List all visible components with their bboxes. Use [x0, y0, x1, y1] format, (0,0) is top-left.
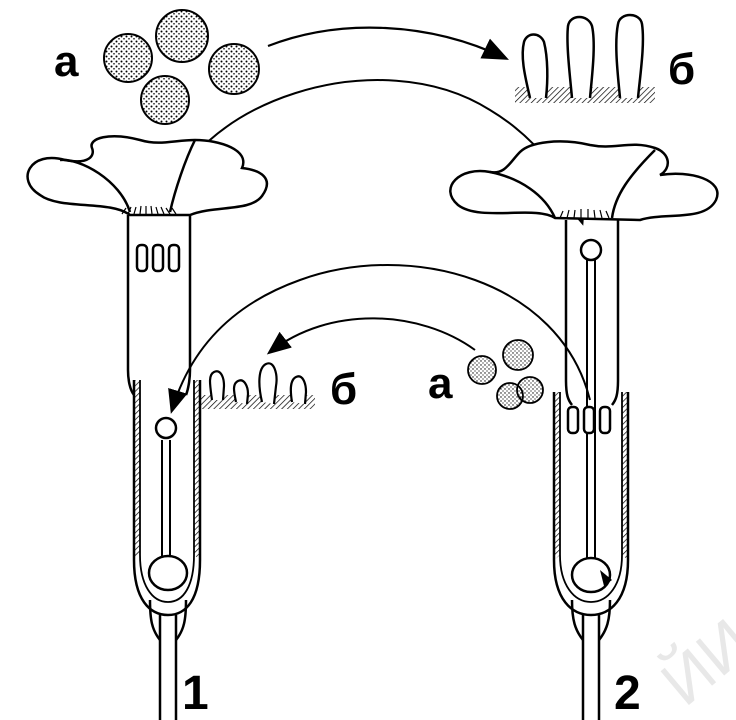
papillae-short — [200, 363, 315, 409]
label-flower-2: 2 — [614, 670, 641, 718]
anther — [584, 407, 594, 433]
arrow-pollen-to-papillae-mid — [270, 318, 475, 352]
ovary — [149, 556, 187, 590]
pollen-grain — [209, 44, 259, 94]
papilla — [259, 363, 276, 404]
label-papillae-short: б — [330, 368, 357, 412]
flower-1 — [28, 136, 267, 720]
papilla — [210, 371, 224, 400]
anther — [137, 245, 147, 271]
corolla-limb — [28, 136, 267, 215]
pollen-grain — [517, 377, 543, 403]
papilla — [616, 15, 643, 98]
arrow-pollen-to-papillae-top — [268, 28, 505, 58]
papilla — [567, 17, 593, 98]
papilla — [234, 380, 248, 404]
label-pollen-large: а — [54, 40, 78, 84]
anther — [169, 245, 179, 271]
pollen-grain — [156, 10, 208, 62]
papillae-long — [515, 15, 655, 103]
label-papillae-long: б — [668, 48, 695, 92]
label-pollen-small: а — [428, 362, 452, 406]
anther — [600, 407, 610, 433]
stigma-high — [581, 240, 601, 260]
label-flower-1: 1 — [182, 670, 209, 718]
flower-2 — [450, 141, 717, 720]
pollen-grain — [141, 76, 189, 124]
pollen-grains-small — [468, 340, 543, 409]
pollen-grain — [503, 340, 533, 370]
pollen-grain — [468, 356, 496, 384]
pollen-grains-large — [104, 10, 259, 124]
pollen-grain — [104, 34, 152, 82]
corolla-limb — [450, 141, 717, 220]
papilla — [291, 376, 306, 404]
anther — [568, 407, 578, 433]
anther — [153, 245, 163, 271]
stigma-high — [156, 418, 176, 438]
